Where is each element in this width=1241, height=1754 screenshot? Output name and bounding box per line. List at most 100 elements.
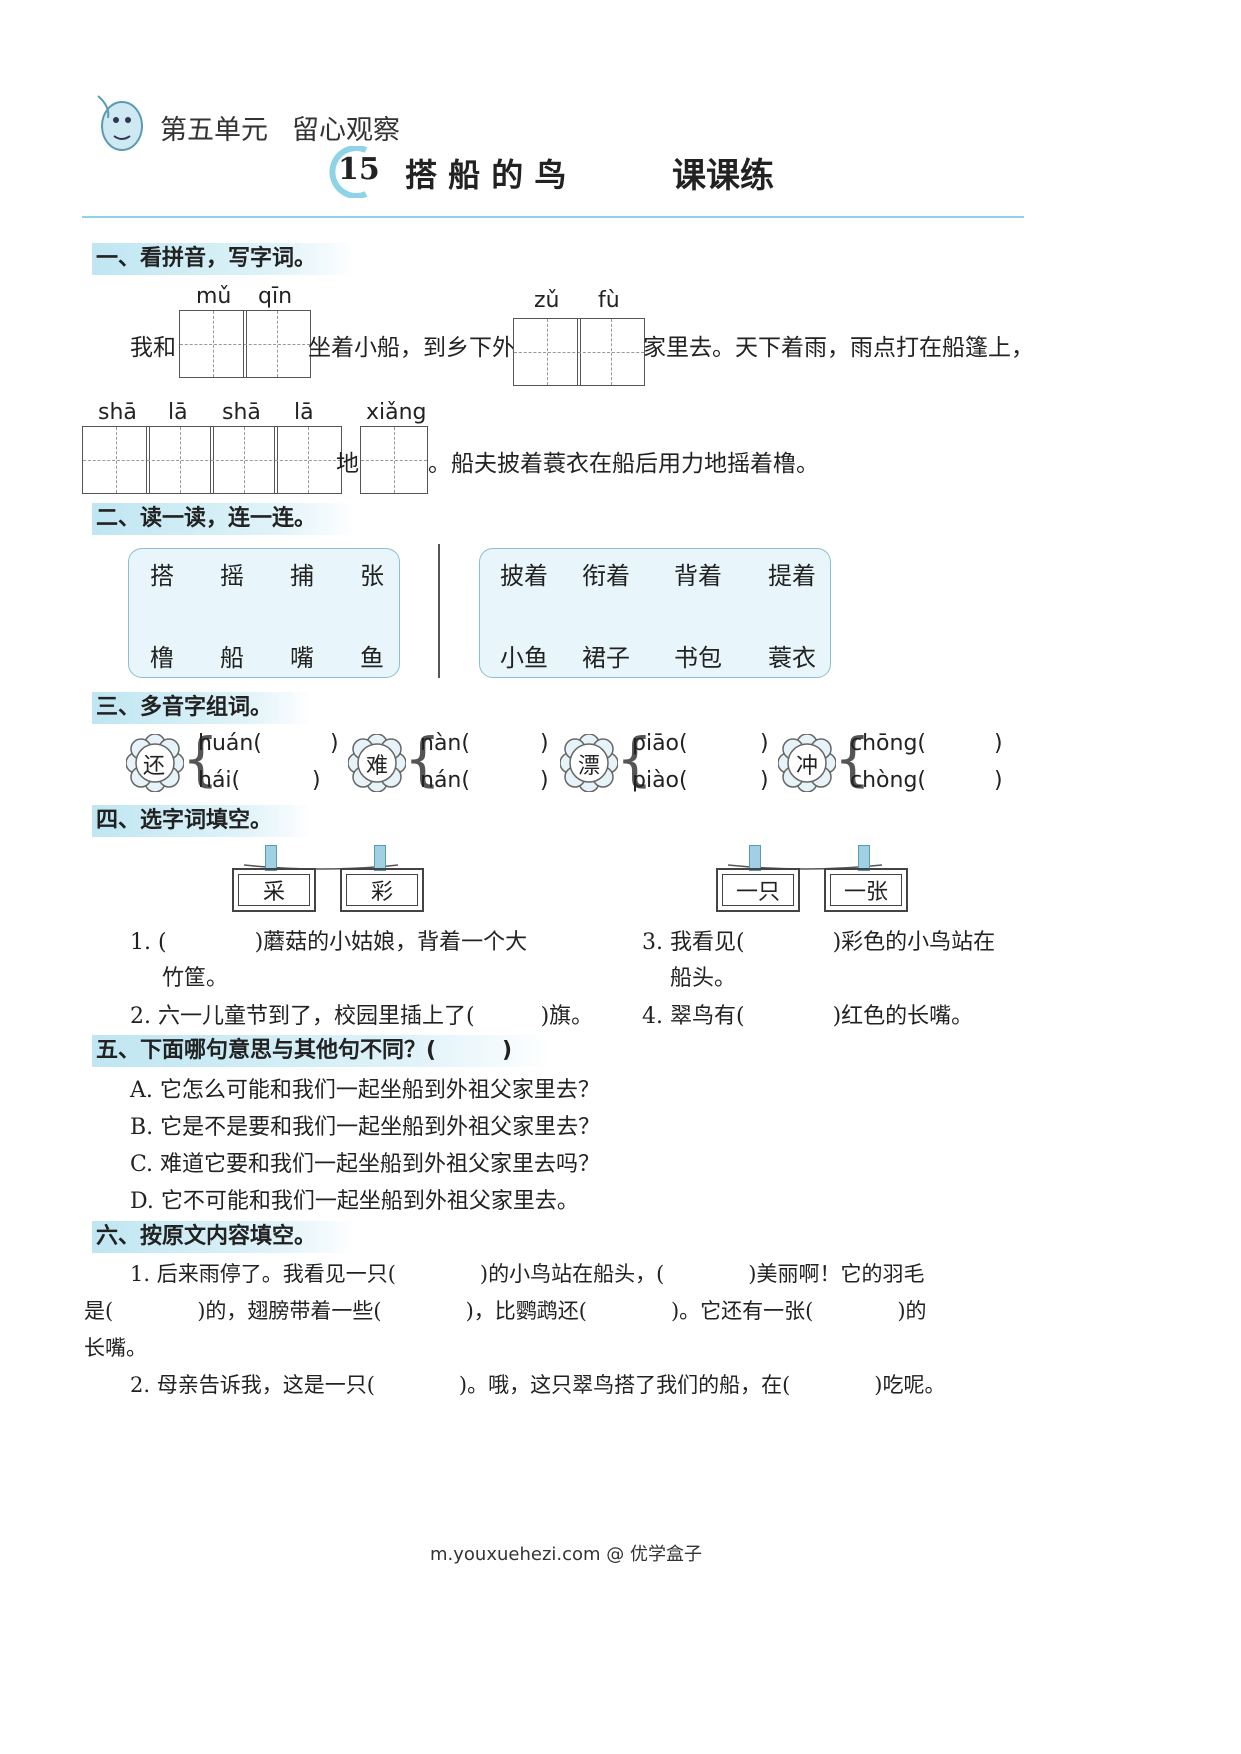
pinyin: zǔ bbox=[534, 288, 560, 313]
question-text: 4. 翠鸟有( )红色的长嘴。 bbox=[642, 1004, 974, 1029]
word-card: 采 bbox=[232, 868, 316, 912]
bracket-close: ) bbox=[994, 768, 1003, 793]
match-word[interactable]: 小鱼 bbox=[500, 644, 548, 672]
sentence-text: 我和 bbox=[130, 335, 176, 361]
lesson-title: 搭 船 的 鸟 bbox=[405, 156, 567, 194]
polyphone-char: 还 bbox=[143, 754, 166, 779]
writing-grid[interactable] bbox=[243, 310, 311, 378]
word-card: 一张 bbox=[824, 868, 908, 912]
match-box-right bbox=[479, 548, 831, 678]
brace-icon: { bbox=[404, 725, 441, 793]
bracket-close: ) bbox=[994, 731, 1003, 756]
brace-icon: { bbox=[616, 725, 653, 793]
footer-watermark: m.youxuehezi.com @ 优学盒子 bbox=[430, 1544, 703, 1565]
match-word[interactable]: 背着 bbox=[674, 562, 722, 590]
section-3-title: 三、多音字组词。 bbox=[92, 692, 313, 724]
fill-line: 长嘴。 bbox=[84, 1336, 147, 1360]
section-4-title: 四、选字词填空。 bbox=[92, 805, 313, 837]
pinyin: mǔ bbox=[196, 284, 232, 309]
writing-grid[interactable] bbox=[577, 318, 645, 386]
match-word[interactable]: 衔着 bbox=[582, 562, 630, 590]
match-word[interactable]: 张 bbox=[360, 562, 384, 590]
option-a[interactable]: A. 它怎么可能和我们一起坐船到外祖父家里去？ bbox=[130, 1078, 600, 1103]
match-word[interactable]: 裙子 bbox=[582, 644, 630, 672]
lesson-number: 15 bbox=[338, 152, 380, 187]
fill-line: 是( )的，翅膀带着一些( )，比鹦鹉还( )。它还有一张( )的 bbox=[84, 1299, 927, 1323]
polyphone-char: 漂 bbox=[578, 754, 601, 779]
lesson-number-badge bbox=[326, 145, 382, 199]
unit-theme: 留心观察 bbox=[292, 115, 400, 146]
question-text: 3. 我看见( )彩色的小鸟站在 bbox=[642, 930, 996, 955]
match-word[interactable]: 披着 bbox=[500, 562, 548, 590]
option-b[interactable]: B. 它是不是要和我们一起坐船到外祖父家里去？ bbox=[130, 1115, 601, 1140]
brace-icon: { bbox=[182, 725, 219, 793]
match-word[interactable]: 搭 bbox=[150, 562, 174, 590]
pinyin-option: chòng( bbox=[850, 768, 926, 793]
match-word[interactable]: 鱼 bbox=[360, 644, 384, 672]
match-word[interactable]: 船 bbox=[220, 644, 244, 672]
flower-badge-icon bbox=[778, 734, 836, 792]
match-word[interactable]: 提着 bbox=[768, 562, 816, 590]
flower-badge-icon bbox=[126, 734, 184, 792]
pinyin-option: hái( bbox=[198, 768, 241, 793]
polyphone-char: 难 bbox=[366, 754, 389, 779]
pinyin: shā bbox=[222, 400, 261, 425]
fill-line: 1. 后来雨停了。我看见一只( )的小鸟站在船头，( )美丽啊！它的羽毛 bbox=[130, 1262, 925, 1286]
match-box-left bbox=[128, 548, 400, 678]
match-word[interactable]: 蓑衣 bbox=[768, 644, 816, 672]
pinyin-option: piāo( bbox=[632, 731, 688, 756]
pinyin: fù bbox=[598, 288, 620, 313]
question-text: 船头。 bbox=[670, 966, 737, 991]
pinyin: lā bbox=[294, 400, 314, 425]
practice-title: 课课练 bbox=[672, 156, 774, 196]
clip-icon bbox=[265, 845, 277, 871]
bracket-close: ) bbox=[312, 768, 321, 793]
header-divider bbox=[82, 216, 1024, 218]
pinyin: shā bbox=[98, 400, 137, 425]
pinyin-option: nán( bbox=[420, 768, 470, 793]
fill-line: 2. 母亲告诉我，这是一只( )。哦，这只翠鸟搭了我们的船，在( )吃呢。 bbox=[130, 1373, 946, 1397]
option-c[interactable]: C. 难道它要和我们一起坐船到外祖父家里去吗？ bbox=[130, 1152, 601, 1177]
bracket-close: ) bbox=[540, 768, 549, 793]
question-text: 竹筐。 bbox=[162, 966, 229, 991]
sentence-text: 坐着小船，到乡下外 bbox=[308, 335, 515, 361]
pinyin-option: piào( bbox=[632, 768, 688, 793]
bracket-close: ) bbox=[540, 731, 549, 756]
clip-icon bbox=[858, 845, 870, 871]
writing-grid[interactable] bbox=[210, 426, 278, 494]
mascot-icon bbox=[88, 86, 150, 160]
section-2-title: 二、读一读，连一连。 bbox=[92, 503, 357, 535]
pinyin-option: chōng( bbox=[850, 731, 926, 756]
bracket-close: ) bbox=[760, 731, 769, 756]
match-word[interactable]: 橹 bbox=[150, 644, 174, 672]
pinyin-option: nàn( bbox=[420, 731, 470, 756]
word-card: 一只 bbox=[716, 868, 800, 912]
writing-grid[interactable] bbox=[146, 426, 214, 494]
polyphone-char: 冲 bbox=[796, 754, 819, 779]
clip-icon bbox=[749, 845, 761, 871]
clip-icon bbox=[374, 845, 386, 871]
option-d[interactable]: D. 它不可能和我们一起坐船到外祖父家里去。 bbox=[130, 1189, 579, 1214]
bracket-close: ) bbox=[760, 768, 769, 793]
flower-badge-icon bbox=[560, 734, 618, 792]
match-word[interactable]: 嘴 bbox=[290, 644, 314, 672]
match-word[interactable]: 摇 bbox=[220, 562, 244, 590]
writing-grid[interactable] bbox=[513, 318, 581, 386]
writing-grid[interactable] bbox=[274, 426, 342, 494]
pinyin: xiǎng bbox=[366, 400, 427, 425]
pinyin-option: huán( bbox=[198, 731, 262, 756]
match-word[interactable]: 书包 bbox=[674, 644, 722, 672]
pinyin: lā bbox=[168, 400, 188, 425]
section-1-title: 一、看拼音，写字词。 bbox=[92, 243, 357, 275]
question-text: 1. ( )蘑菇的小姑娘，背着一个大 bbox=[130, 930, 528, 955]
flower-badge-icon bbox=[348, 734, 406, 792]
match-word[interactable]: 捕 bbox=[290, 562, 314, 590]
unit-title: 第五单元 bbox=[160, 115, 268, 146]
sentence-text: 地 bbox=[336, 451, 359, 477]
bracket-close: ) bbox=[330, 731, 339, 756]
brace-icon: { bbox=[834, 725, 871, 793]
writing-grid[interactable] bbox=[82, 426, 150, 494]
writing-grid[interactable] bbox=[179, 310, 247, 378]
section-6-title: 六、按原文内容填空。 bbox=[92, 1221, 357, 1253]
writing-grid[interactable] bbox=[360, 426, 428, 494]
